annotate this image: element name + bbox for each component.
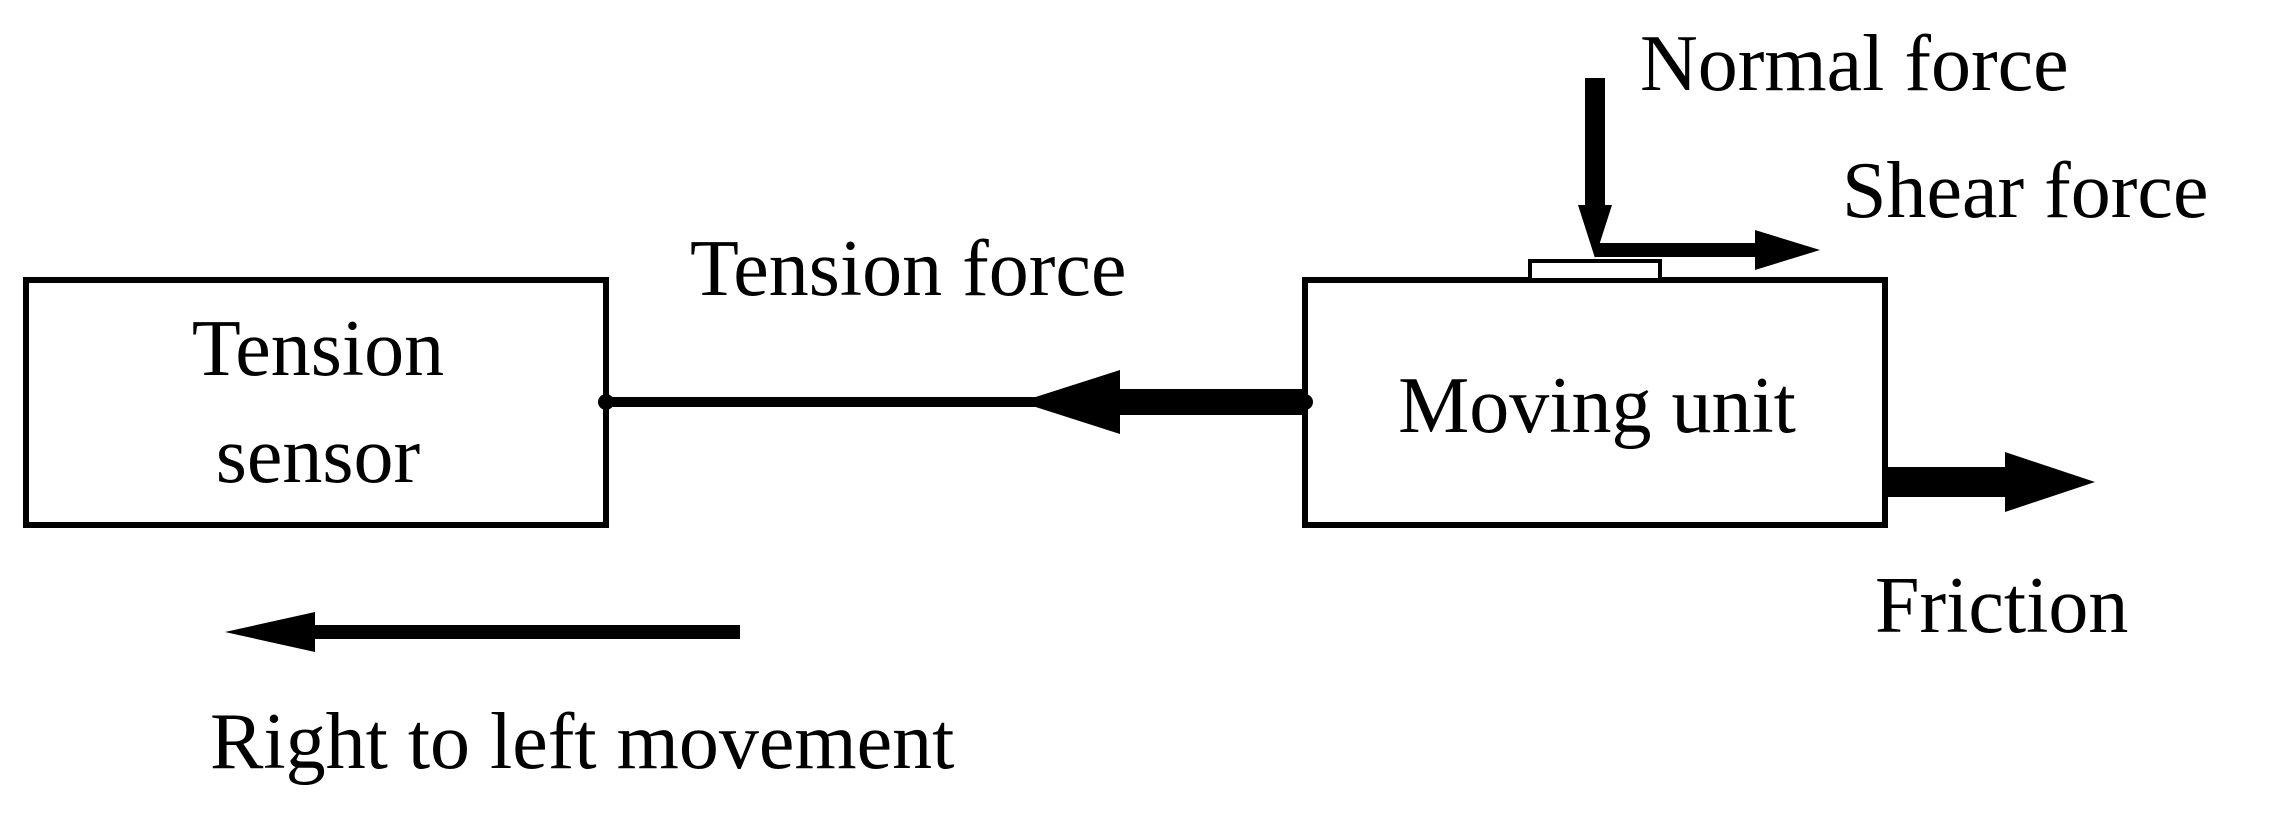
tension-force-arrow-head <box>1020 370 1120 434</box>
movement-label: Right to left movement <box>210 698 954 786</box>
moving-unit-label: Moving unit <box>1398 362 1796 450</box>
movement-arrow-head <box>225 612 315 652</box>
friction-arrow-head <box>2005 452 2095 512</box>
contact-pad <box>1528 259 1662 282</box>
tension-sensor-label-line1: Tension <box>192 305 444 393</box>
tension-sensor-label-line2: sensor <box>216 412 420 500</box>
tension-force-label: Tension force <box>690 225 1126 313</box>
moving-unit-box <box>1302 277 1888 528</box>
normal-force-label: Normal force <box>1640 20 2069 108</box>
shear-force-label: Shear force <box>1842 147 2208 235</box>
friction-label: Friction <box>1875 562 2128 650</box>
shear-force-arrow-head <box>1755 230 1820 270</box>
tension-sensor-box <box>23 277 609 528</box>
normal-force-arrow-head <box>1578 205 1612 258</box>
